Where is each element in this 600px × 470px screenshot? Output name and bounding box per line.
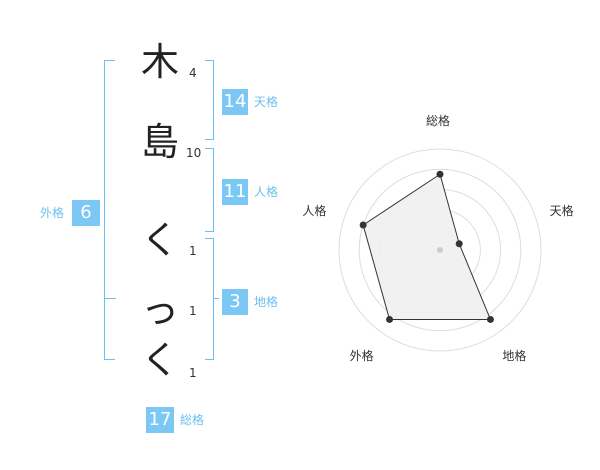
chikaku-value: 3: [222, 289, 248, 315]
gaikaku-bracket: [104, 60, 115, 360]
stroke-count-3: 1: [189, 244, 197, 258]
radar-point-3: [486, 315, 494, 323]
radar-axis-label-2: 天格: [549, 203, 574, 218]
radar-grid-ring: [419, 229, 461, 271]
tenkaku-label: 天格: [254, 95, 279, 109]
radar-polygon: [362, 173, 492, 320]
radar-center-point: [437, 247, 443, 253]
radar-axis-label-1: 総格: [426, 114, 451, 128]
stroke-count-2: 10: [186, 146, 202, 160]
name-char-5: く: [140, 338, 179, 382]
radar-point-1: [436, 170, 444, 178]
radar-grid-ring: [378, 188, 502, 312]
stroke-count-5: 1: [189, 366, 197, 380]
tenkaku-bracket: [205, 60, 214, 140]
gaikaku-label: 外格: [40, 206, 65, 220]
gaikaku-bracket-mid-tick: [104, 298, 116, 299]
radar-grid-ring: [358, 168, 522, 332]
radar-point-4: [386, 315, 394, 323]
soukaku-label: 総格: [180, 413, 205, 427]
chikaku-bracket: [205, 238, 214, 360]
radar-grid-ring: [399, 209, 481, 291]
radar-axis-label-5: 人格: [302, 203, 327, 218]
jinkaku-bracket: [205, 148, 214, 232]
chikaku-label: 地格: [254, 295, 279, 309]
jinkaku-value: 11: [222, 179, 248, 205]
radar-axis-label-4: 外格: [349, 349, 374, 364]
soukaku-value: 17: [146, 407, 174, 433]
stroke-count-4: 1: [189, 304, 197, 318]
radar-point-5: [359, 221, 367, 229]
name-char-4: っ: [140, 288, 179, 332]
name-char-3: く: [140, 218, 179, 262]
gaikaku-value: 6: [72, 200, 100, 226]
radar-point-2: [455, 240, 463, 248]
tenkaku-value: 14: [222, 89, 248, 115]
radar-grid-ring: [338, 148, 542, 352]
chikaku-bracket-mid-tick: [213, 298, 219, 299]
name-char-2: 島: [140, 120, 179, 164]
stroke-count-1: 4: [189, 66, 197, 80]
name-char-1: 木: [140, 40, 179, 84]
radar-axis-label-3: 地格: [502, 349, 527, 364]
jinkaku-label: 人格: [254, 185, 279, 199]
